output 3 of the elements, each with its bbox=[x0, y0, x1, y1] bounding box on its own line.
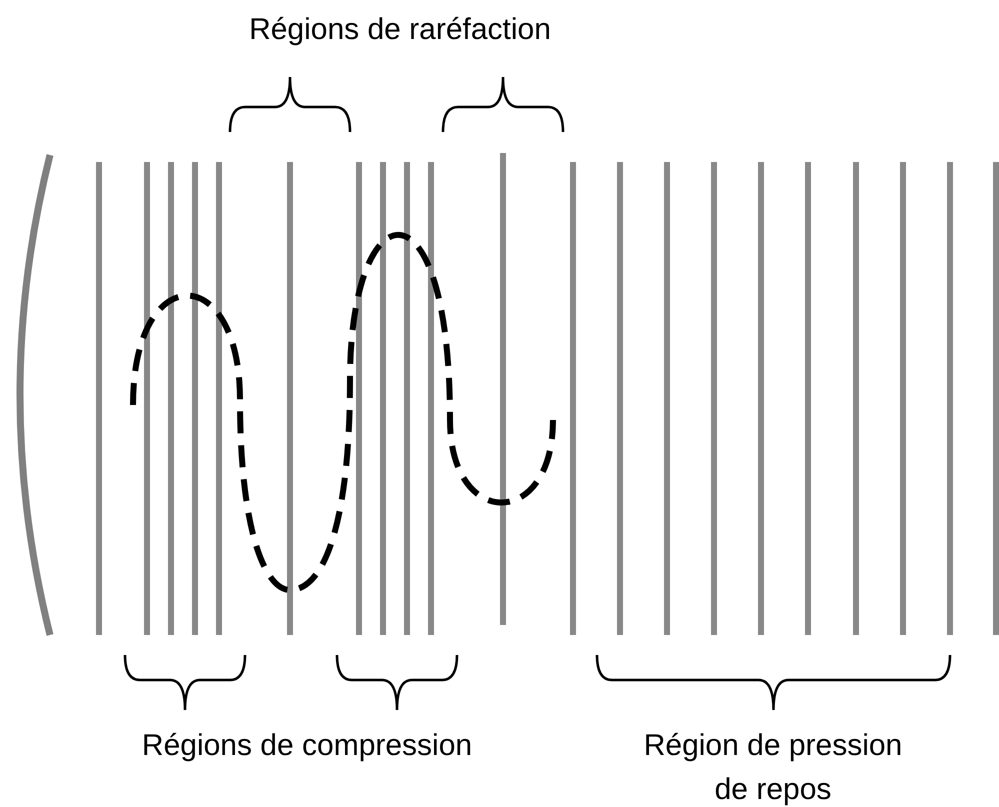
region-label: Régions de raréfaction bbox=[248, 12, 552, 48]
region-label: Région de pression de repos bbox=[642, 728, 904, 807]
region-label: Régions de compression bbox=[140, 728, 474, 764]
